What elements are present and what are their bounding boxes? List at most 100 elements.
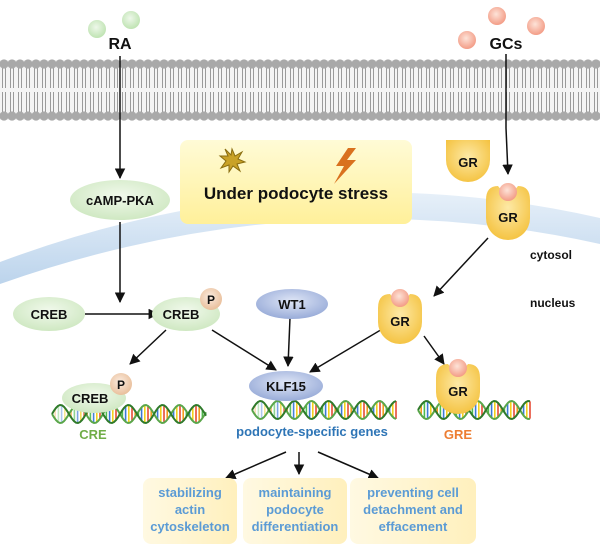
nucleus-label: nucleus [530, 296, 576, 310]
lipid-head [15, 111, 25, 121]
gcs-label: GCs [490, 36, 523, 53]
lipid-head [583, 59, 593, 69]
gr-receptor-unbound: GR [446, 140, 490, 182]
lipid-head [199, 59, 209, 69]
lipid-head [87, 111, 97, 121]
lipid-head [399, 59, 409, 69]
camp-pka-node [70, 180, 170, 220]
lipid-head [63, 59, 73, 69]
outcome-line: podocyte [266, 502, 324, 517]
lipid-head [295, 111, 305, 121]
lipid-head [7, 111, 17, 121]
lipid-head [127, 111, 137, 121]
lipid-head [463, 111, 473, 121]
lipid-head [175, 111, 185, 121]
cell-membrane [0, 59, 600, 121]
lipid-head [23, 111, 33, 121]
lipid-head [55, 59, 65, 69]
gc-ligand [391, 289, 409, 307]
lipid-head [463, 59, 473, 69]
lipid-head [191, 59, 201, 69]
outcome-cytoskeleton: stabilizing actin cytoskeleton [143, 478, 237, 544]
arrow-gr-to-klf15 [309, 327, 385, 373]
lipid-head [183, 59, 193, 69]
lipid-head [327, 111, 337, 121]
outcome-line: preventing cell [367, 485, 459, 500]
arrow-gr-translocation [433, 237, 489, 297]
ra-label: RA [108, 36, 132, 53]
cre-label: CRE [79, 427, 107, 442]
outcome-line: effacement [379, 519, 448, 534]
lipid-head [255, 59, 265, 69]
pathway-arrows [85, 54, 513, 480]
lipid-head [143, 59, 153, 69]
lipid-head [47, 59, 57, 69]
lipid-head [407, 59, 417, 69]
lipid-head [511, 111, 521, 121]
lipid-head [455, 111, 465, 121]
gr-label: GR [498, 210, 518, 225]
gr-label: GR [458, 155, 478, 170]
lipid-head [351, 111, 361, 121]
lipid-head [415, 111, 425, 121]
lipid-head [63, 111, 73, 121]
lipid-head [359, 59, 369, 69]
gcs-molecule [458, 31, 476, 49]
lipid-head [375, 59, 385, 69]
phosphate-label: P [207, 293, 215, 307]
lipid-head [71, 59, 81, 69]
camp-pka-label: cAMP-PKA [86, 193, 155, 208]
gr-receptor-bound-cytosol: GR [486, 183, 530, 240]
cytosol-label: cytosol [530, 248, 572, 262]
lipid-head [151, 111, 161, 121]
lipid-head [31, 111, 41, 121]
creb-label: CREB [31, 307, 68, 322]
lipid-head [39, 111, 49, 121]
arrow-creb-to-klf15 [211, 329, 277, 371]
lipid-head [55, 111, 65, 121]
lipid-head [407, 111, 417, 121]
lipid-head [495, 111, 505, 121]
lipid-head [471, 111, 481, 121]
outcome-line: detachment and [363, 502, 463, 517]
lipid-head [311, 111, 321, 121]
lipid-head [263, 59, 273, 69]
dna-backbone [251, 399, 397, 421]
lipid-head [159, 111, 169, 121]
lipid-head [503, 59, 513, 69]
phosphate-badge [200, 288, 222, 310]
lipid-head [431, 111, 441, 121]
lipid-head [0, 59, 9, 69]
lipid-head [367, 59, 377, 69]
lipid-head [455, 59, 465, 69]
lipid-head [271, 59, 281, 69]
arrow-wt1-to-klf15 [283, 317, 294, 368]
stress-box: Under podocyte stress [180, 140, 412, 224]
lipid-head [263, 111, 273, 121]
gc-ligand [499, 183, 517, 201]
lipid-head [31, 59, 41, 69]
lipid-head [111, 59, 121, 69]
lipid-head [271, 111, 281, 121]
lipid-head [343, 59, 353, 69]
arrow-gr-to-gre [423, 335, 445, 365]
lipid-head [591, 111, 600, 121]
lipid-head [439, 111, 449, 121]
lipid-head [247, 59, 257, 69]
lipid-head [423, 111, 433, 121]
stress-label: Under podocyte stress [204, 184, 388, 203]
lipid-head [503, 111, 513, 121]
creb-phospho-label: CREB [163, 307, 200, 322]
lipid-head [383, 111, 393, 121]
lipid-head [127, 59, 137, 69]
outcome-differentiation: maintaining podocyte differentiation [243, 478, 347, 544]
gc-ligand [449, 359, 467, 377]
lipid-head [47, 111, 57, 121]
lipid-head [383, 59, 393, 69]
lipid-head [415, 59, 425, 69]
lipid-head [543, 111, 553, 121]
klf15-node [249, 371, 323, 401]
lipid-head [215, 111, 225, 121]
arrow-creb-to-cre [129, 329, 167, 365]
